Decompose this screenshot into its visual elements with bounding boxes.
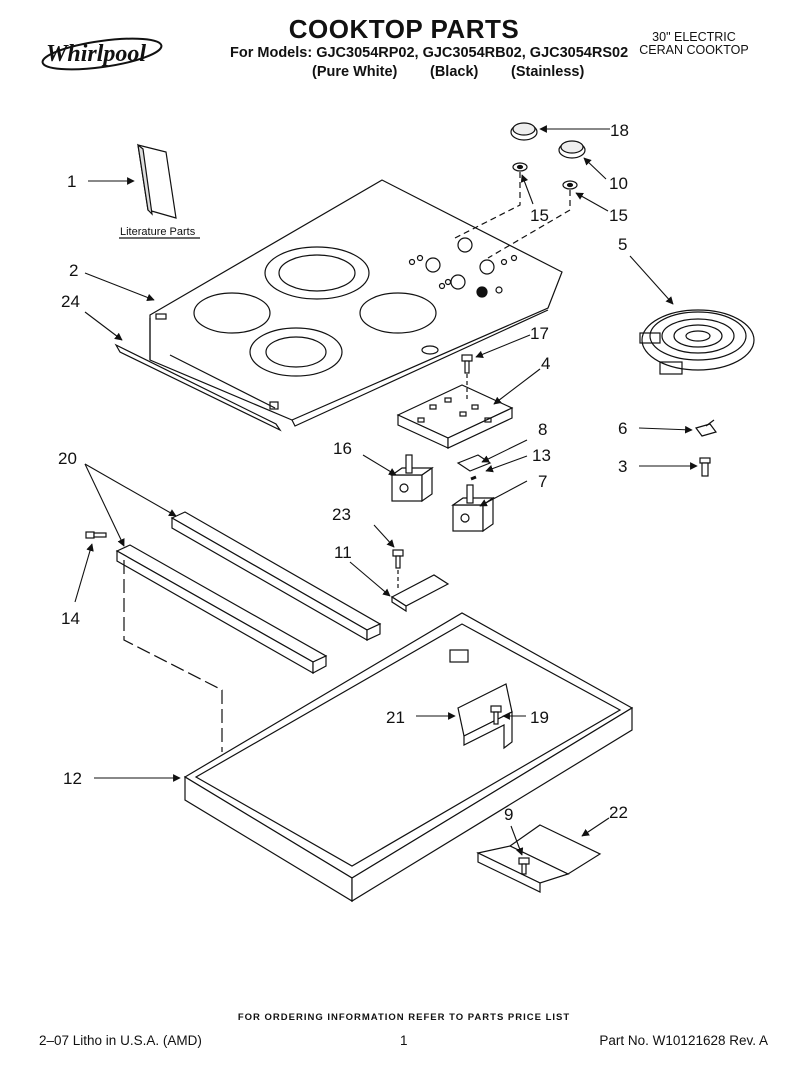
callout-3: 3 — [618, 457, 627, 476]
literature-parts-label: Literature Parts — [120, 226, 196, 238]
screw-17 — [461, 354, 473, 400]
callout-4: 4 — [541, 354, 550, 373]
screw-14 — [85, 531, 107, 539]
literature-booklet — [119, 143, 200, 239]
knob-seal — [512, 162, 578, 190]
variant-stainless: (Stainless) — [511, 64, 585, 80]
part-number: Part No. W10121628 Rev. A — [599, 1033, 768, 1048]
callout-21: 21 — [386, 708, 405, 727]
callout-6: 6 — [618, 419, 627, 438]
bracket-22 — [476, 824, 602, 893]
screw-9 — [518, 857, 530, 875]
callout-19: 19 — [530, 708, 549, 727]
callout-16: 16 — [333, 439, 352, 458]
callout-14: 14 — [61, 609, 80, 628]
variant-pure-white: (Pure White) — [312, 64, 398, 80]
callout-20: 20 — [58, 449, 77, 468]
ordering-note: FOR ORDERING INFORMATION REFER TO PARTS … — [237, 1012, 571, 1023]
callout-8: 8 — [538, 420, 547, 439]
callout-12: 12 — [63, 769, 82, 788]
mounting-bracket-11 — [390, 574, 450, 613]
label-8 — [456, 454, 492, 472]
burner-box — [183, 612, 634, 903]
callout-7: 7 — [538, 472, 547, 491]
product-type-line1: 30" ELECTRIC — [652, 30, 736, 44]
radiant-element — [639, 309, 755, 375]
variant-black: (Black) — [430, 64, 479, 80]
page-number: 1 — [400, 1033, 408, 1048]
callout-17: 17 — [530, 324, 549, 343]
screw-19 — [490, 705, 502, 725]
control-board — [396, 384, 514, 449]
callout-18: 18 — [610, 121, 629, 140]
infinite-switch-7 — [451, 484, 495, 533]
callout-2: 2 — [69, 261, 78, 280]
trim-strip — [114, 343, 282, 432]
callout-11: 11 — [334, 543, 352, 562]
callout-5: 5 — [618, 235, 627, 254]
callout-1: 1 — [67, 172, 76, 191]
callout-24: 24 — [61, 292, 80, 311]
callout-13: 13 — [532, 446, 551, 465]
cooktop-glass — [149, 179, 563, 427]
support-rail-upper — [170, 511, 382, 642]
callout-23: 23 — [332, 505, 351, 524]
part-13 — [470, 475, 477, 481]
brand-wordmark: Whirlpool — [46, 41, 146, 67]
whirlpool-logo: Whirlpool — [41, 37, 163, 71]
callout-9: 9 — [504, 805, 513, 824]
litho-note: 2–07 Litho in U.S.A. (AMD) — [39, 1033, 202, 1048]
knob-18 — [510, 122, 538, 141]
product-type-line2: CERAN COOKTOP — [639, 43, 749, 57]
knob-10 — [558, 140, 586, 159]
callout-10: 10 — [609, 174, 628, 193]
infinite-switch-16 — [390, 454, 434, 503]
page-title: COOKTOP PARTS — [288, 14, 520, 44]
callout-15-right: 15 — [609, 206, 628, 225]
support-rail-lower — [115, 544, 328, 675]
screw-23 — [392, 549, 404, 590]
screw-3 — [699, 457, 711, 477]
callout-22: 22 — [609, 803, 628, 822]
bracket-21 — [457, 683, 513, 750]
model-list: For Models: GJC3054RP02, GJC3054RB02, GJ… — [230, 45, 629, 61]
bracket-clip — [694, 419, 718, 437]
callout-15-left: 15 — [530, 206, 549, 225]
